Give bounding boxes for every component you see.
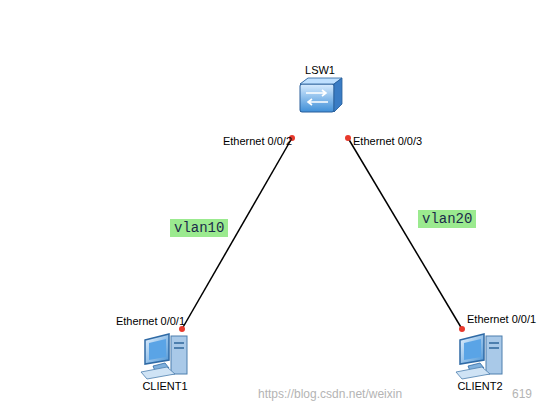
switch-node: LSW1 <box>290 64 350 114</box>
client-node: CLIENT2 <box>448 330 512 392</box>
pc-icon <box>139 330 191 380</box>
port-dot <box>345 135 351 141</box>
port-label: Ethernet 0/0/1 <box>116 315 185 327</box>
port-label: Ethernet 0/0/3 <box>353 135 422 147</box>
vlan-tag: vlan20 <box>418 210 476 228</box>
device-name: CLIENT1 <box>133 380 197 392</box>
device-icon <box>290 76 350 114</box>
port-label: Ethernet 0/0/2 <box>223 135 292 147</box>
pc-icon <box>454 330 506 380</box>
device-name: CLIENT2 <box>448 380 512 392</box>
client-node: CLIENT1 <box>133 330 197 392</box>
watermark: https://blog.csdn.net/weixin <box>258 387 402 401</box>
switch-icon <box>296 76 344 114</box>
device-icon <box>133 330 197 380</box>
device-icon <box>448 330 512 380</box>
device-name: LSW1 <box>290 64 350 76</box>
watermark: 619 <box>512 387 532 401</box>
link-line <box>348 138 462 329</box>
vlan-tag: vlan10 <box>170 219 228 237</box>
port-label: Ethernet 0/0/1 <box>467 313 536 325</box>
port-dot <box>459 326 465 332</box>
